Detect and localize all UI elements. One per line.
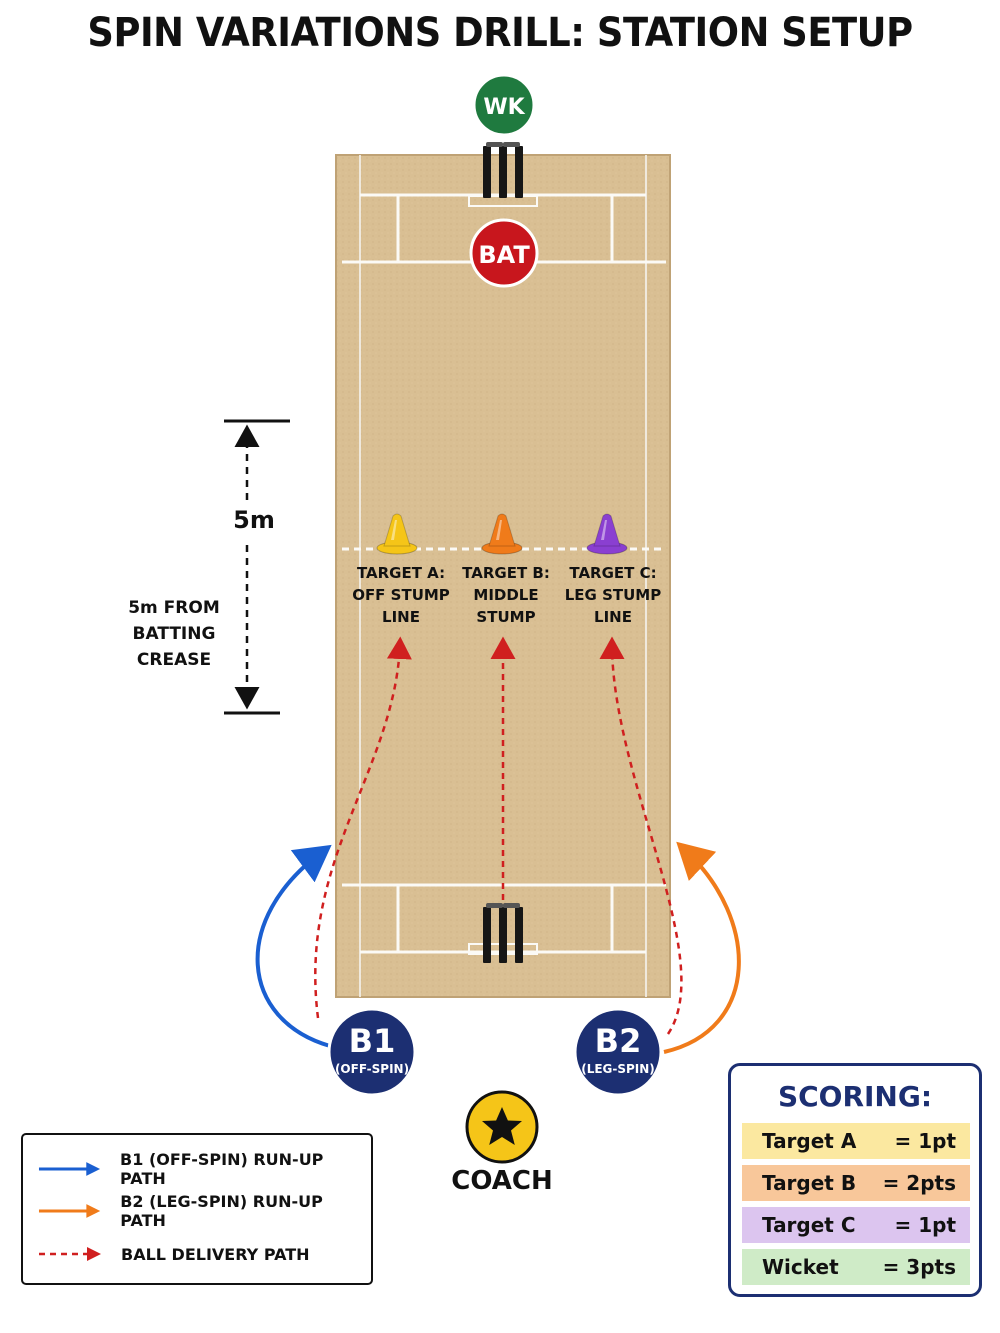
b2-type: (LEG-SPIN) [581, 1062, 655, 1076]
bowler-b1-marker: B1 (OFF-SPIN) [327, 1007, 417, 1097]
target-cones [376, 513, 628, 555]
target-c-label: TARGET C: LEG STUMP LINE [553, 562, 673, 628]
delivery-path-a [314, 636, 412, 1019]
legend-label-delivery: BALL DELIVERY PATH [121, 1244, 310, 1264]
cone-target-a [376, 513, 418, 555]
score-row-wicket: Wicket = 3pts [742, 1249, 970, 1285]
legend-item-b2: B2 (LEG-SPIN) RUN-UP PATH [37, 1192, 371, 1230]
target-b-line2: MIDDLE [473, 586, 539, 604]
target-a-line1: TARGET A: [356, 564, 446, 582]
score-points: = 1pt [894, 1129, 956, 1153]
measurement-bar [224, 419, 290, 715]
score-row-target-c: Target C = 1pt [742, 1207, 970, 1243]
target-c-line3: LINE [594, 608, 632, 626]
distance-desc-line3: CREASE [136, 650, 212, 670]
b2-name: B2 [595, 1022, 642, 1060]
top-stumps [483, 142, 523, 198]
legend-label-b1: B1 (OFF-SPIN) RUN-UP PATH [120, 1150, 324, 1188]
batter-marker: BAT [469, 218, 539, 288]
score-points: = 3pts [882, 1255, 956, 1279]
legend-swatch-b1 [38, 1162, 101, 1176]
distance-desc-line2: BATTING [132, 624, 216, 644]
page-title: SPIN VARIATIONS DRILL: STATION SETUP [87, 10, 913, 56]
score-points: = 2pts [882, 1171, 956, 1195]
score-label: Wicket [762, 1255, 839, 1279]
wicketkeeper-marker: WK [472, 73, 536, 137]
distance-desc-line1: 5m FROM [128, 598, 220, 618]
score-points: = 1pt [894, 1213, 956, 1237]
target-a-line2: OFF STUMP [352, 586, 450, 604]
b1-name: B1 [349, 1022, 396, 1060]
target-c-line1: TARGET C: [569, 564, 657, 582]
target-c-line2: LEG STUMP [564, 586, 662, 604]
scoring-panel: SCORING: Target A = 1pt Target B = 2pts … [728, 1063, 982, 1297]
target-b-line3: STUMP [476, 608, 536, 626]
delivery-path-c [599, 636, 683, 1035]
score-row-target-a: Target A = 1pt [742, 1123, 970, 1159]
legend-item-b1: B1 (OFF-SPIN) RUN-UP PATH [37, 1150, 371, 1188]
distance-label: 5m [233, 506, 275, 534]
wk-label: WK [483, 95, 525, 120]
legend-swatch-b2 [38, 1204, 101, 1218]
legend-item-delivery: BALL DELIVERY PATH [37, 1240, 310, 1268]
target-b-label: TARGET B: MIDDLE STUMP [446, 562, 566, 628]
cone-target-b [481, 513, 523, 555]
score-row-target-b: Target B = 2pts [742, 1165, 970, 1201]
bottom-stumps [483, 903, 523, 963]
target-a-label: TARGET A: OFF STUMP LINE [341, 562, 461, 628]
star-icon [482, 1107, 522, 1145]
coach-marker [465, 1090, 539, 1164]
legend-label-b2: B2 (LEG-SPIN) RUN-UP PATH [120, 1192, 323, 1230]
pitch [335, 154, 671, 998]
b1-type: (OFF-SPIN) [335, 1062, 409, 1076]
target-a-line3: LINE [382, 608, 420, 626]
bowler-b2-marker: B2 (LEG-SPIN) [573, 1007, 663, 1097]
cone-target-c [586, 513, 628, 555]
scoring-title: SCORING: [777, 1080, 933, 1113]
score-label: Target A [762, 1129, 857, 1153]
target-b-line1: TARGET B: [462, 564, 550, 582]
b2-runup-path [663, 841, 741, 1054]
legend: B1 (OFF-SPIN) RUN-UP PATH B2 (LEG-SPIN) … [21, 1133, 373, 1285]
score-label: Target B [762, 1171, 857, 1195]
b1-runup-path [255, 844, 332, 1048]
score-label: Target C [762, 1213, 856, 1237]
bat-label: BAT [478, 241, 530, 269]
distance-description: 5m FROM BATTING CREASE [104, 595, 244, 673]
coach-label: COACH [451, 1166, 553, 1196]
legend-swatch-delivery [39, 1247, 101, 1261]
